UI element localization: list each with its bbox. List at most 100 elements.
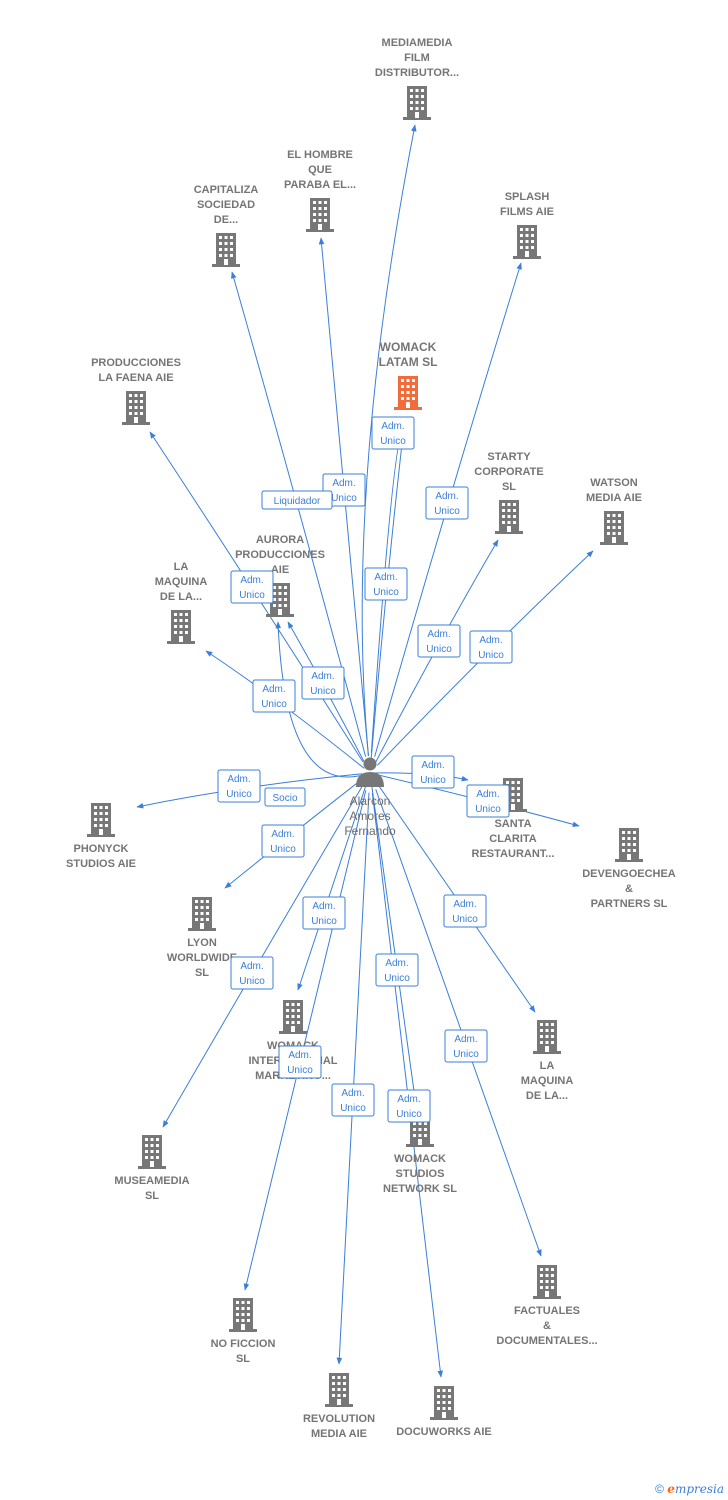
relation-label-womack_int[interactable]: Adm.Unico — [302, 896, 346, 930]
company-label: PARABA EL... — [284, 179, 356, 191]
company-node-capitaliza[interactable]: CAPITALIZASOCIEDADDE... — [194, 184, 259, 267]
company-label: NO FICCION — [211, 1338, 276, 1350]
company-label: & — [543, 1320, 551, 1332]
company-node-maquina1[interactable]: LA MAQUINA DE LA... — [155, 561, 208, 644]
company-label: SL — [145, 1190, 159, 1202]
relation-label-faena[interactable]: Adm.Unico — [230, 570, 274, 604]
relation-label-watson[interactable]: Adm.Unico — [469, 630, 513, 664]
relation-label-phonyck[interactable]: Adm.Unico — [217, 769, 261, 803]
company-label: MAQUINA — [155, 576, 208, 588]
relation-label-starty[interactable]: Adm.Unico — [417, 624, 461, 658]
relation-box — [469, 630, 513, 664]
company-label: & — [625, 883, 633, 895]
brand-logo[interactable]: empresia — [667, 1482, 724, 1496]
relation-label-lyon[interactable]: Adm.Unico — [261, 824, 305, 858]
relation-text: Adm. — [240, 961, 263, 972]
building-icon — [167, 610, 195, 644]
relation-label-aurora[interactable]: Adm.Unico — [301, 666, 345, 700]
relation-text: Unico — [453, 1049, 479, 1060]
building-icon — [279, 1000, 307, 1034]
relation-label-womack_latam[interactable]: Adm.Unico — [371, 416, 415, 450]
company-node-factuales[interactable]: FACTUALES&DOCUMENTALES... — [496, 1265, 598, 1347]
company-label: DE LA... — [526, 1090, 568, 1102]
relation-label-womack_studios[interactable]: Adm.Unico — [375, 953, 419, 987]
company-node-mediamedia[interactable]: MEDIAMEDIAFILMDISTRIBUTOR... — [375, 37, 459, 120]
building-icon — [212, 233, 240, 267]
company-label: DE LA... — [160, 591, 202, 603]
relation-box — [217, 769, 261, 803]
relation-label-revolution[interactable]: Adm.Unico — [331, 1083, 375, 1117]
relation-text: Adm. — [435, 491, 458, 502]
company-label: RESTAURANT... — [472, 848, 555, 860]
relation-box — [302, 896, 346, 930]
relation-label-maquina2[interactable]: Adm.Unico — [443, 894, 487, 928]
relation-label-docuworks[interactable]: Adm. Unico — [387, 1089, 431, 1123]
building-icon — [87, 803, 115, 837]
relation-label-splash[interactable]: Adm.Unico — [425, 486, 469, 520]
company-label: SANTA — [494, 818, 531, 830]
relation-text: Adm. — [476, 789, 499, 800]
relation-label-factuales[interactable]: Adm. Unico — [444, 1029, 488, 1063]
relation-box — [261, 824, 305, 858]
building-icon — [403, 86, 431, 120]
company-label: QUE — [308, 164, 332, 176]
relation-text: Liquidador — [274, 496, 321, 507]
relation-text: Adm. — [397, 1094, 420, 1105]
company-label: FILM — [404, 52, 430, 64]
relation-label-aurora[interactable]: Socio — [264, 787, 306, 807]
relation-text: Unico — [384, 973, 410, 984]
company-node-santa[interactable]: SANTACLARITARESTAURANT... — [472, 778, 555, 860]
relation-text: Adm. — [288, 1050, 311, 1061]
relation-label-devengoechea[interactable]: Adm.Unico — [466, 784, 510, 818]
relation-label-womack_latam[interactable]: Adm.Unico — [364, 567, 408, 601]
relation-text: Adm. — [311, 671, 334, 682]
relation-box — [417, 624, 461, 658]
relation-label-noficcion[interactable]: Adm.Unico — [278, 1045, 322, 1079]
relation-edge-docuworks — [371, 792, 444, 1378]
relation-text: Unico — [340, 1103, 366, 1114]
company-label: REVOLUTION — [303, 1413, 375, 1425]
building-icon — [533, 1020, 561, 1054]
company-label: PRODUCCIONES — [235, 549, 325, 561]
company-node-devengoechea[interactable]: DEVENGOECHEA&PARTNERS SL — [582, 828, 676, 910]
company-label: MEDIA AIE — [586, 492, 642, 504]
relation-label-santa[interactable]: Adm.Unico — [411, 755, 455, 789]
company-node-docuworks[interactable]: DOCUWORKS AIE — [396, 1386, 492, 1438]
building-icon — [188, 897, 216, 931]
relation-box — [264, 787, 306, 807]
relation-label-hombre[interactable]: Adm.Unico — [322, 473, 366, 507]
company-label: LA — [174, 561, 189, 573]
relation-text: Adm. — [312, 901, 335, 912]
company-label: DISTRIBUTOR... — [375, 67, 459, 79]
company-label: STUDIOS — [396, 1168, 445, 1180]
relation-text: Unico — [396, 1109, 422, 1120]
company-label: SL — [195, 967, 209, 979]
relation-label-capitaliza[interactable]: Liquidador — [261, 490, 333, 510]
relation-label-maquina1[interactable]: Adm.Unico — [252, 679, 296, 713]
relation-box — [322, 473, 366, 507]
building-icon — [138, 1135, 166, 1169]
copyright-symbol: © — [655, 1482, 664, 1496]
company-label: AIE — [271, 564, 289, 576]
company-label: STUDIOS AIE — [66, 858, 136, 870]
relation-label-museamedia[interactable]: Adm.Unico — [230, 956, 274, 990]
relation-text: Adm. — [454, 1034, 477, 1045]
relation-text: Adm. — [240, 575, 263, 586]
building-icon — [513, 225, 541, 259]
company-label: NETWORK SL — [383, 1183, 457, 1195]
